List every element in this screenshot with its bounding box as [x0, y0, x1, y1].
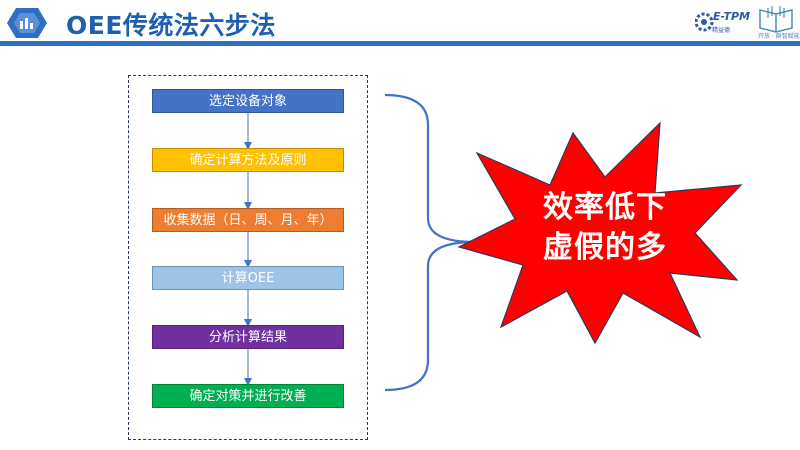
hexagon-logo-icon	[7, 8, 47, 38]
step-calculate-oee: 计算OEE	[152, 266, 344, 290]
process-frame	[128, 75, 368, 440]
step-define-method: 确定计算方法及原则	[152, 148, 344, 172]
header: OEE传统法六步法 E-TPM 精益德 开放 · 群智赋能	[0, 0, 800, 48]
tpm-gear-logo-icon	[695, 12, 714, 32]
step-improve: 确定对策并进行改善	[152, 384, 344, 408]
step-analyze-results: 分析计算结果	[152, 325, 344, 349]
page-title: OEE传统法六步法	[66, 11, 276, 40]
header-divider	[0, 41, 800, 46]
callout-text: 效率低下 虚假的多	[520, 188, 690, 268]
step-collect-data: 收集数据（日、周、月、年）	[152, 208, 344, 232]
step-select-equipment: 选定设备对象	[152, 89, 344, 113]
book-logo-icon	[759, 6, 793, 33]
tpm-logo-subtext: 精益德	[712, 27, 731, 34]
brand-logo-subtext: 开放 · 群智赋能	[758, 33, 800, 40]
callout-line-2: 虚假的多	[543, 230, 667, 265]
explosion-star-shape	[457, 121, 743, 345]
tpm-logo-text: E-TPM	[713, 10, 750, 23]
callout-line-1: 效率低下	[543, 190, 667, 225]
